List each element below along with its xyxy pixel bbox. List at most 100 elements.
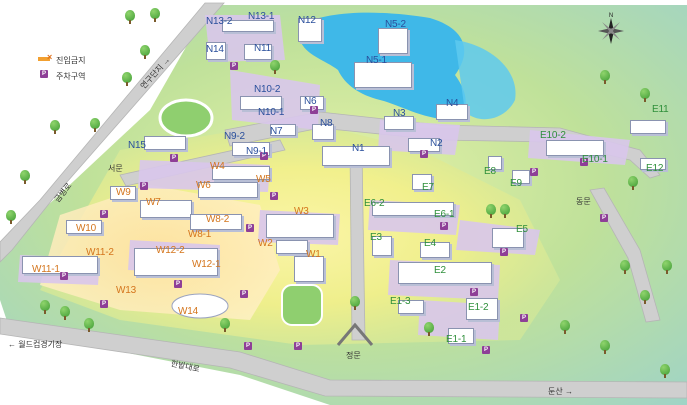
building-label: W1 xyxy=(306,249,321,260)
building-label: W5 xyxy=(256,174,271,185)
building-w8 xyxy=(190,214,242,230)
building-label: E11 xyxy=(652,104,669,115)
parking-marker: P xyxy=(60,272,68,280)
compass-north-label: N xyxy=(609,13,613,19)
sports-field xyxy=(281,284,323,326)
parking-marker: P xyxy=(470,288,478,296)
building-label: N9-2 xyxy=(224,131,245,142)
tree xyxy=(486,204,496,218)
building-label: W6 xyxy=(196,180,211,191)
road-east xyxy=(589,187,661,323)
building-n4 xyxy=(436,104,468,120)
lake-east xyxy=(455,40,516,120)
building-label: W3 xyxy=(294,206,309,217)
building-label: E1-2 xyxy=(468,302,489,313)
building-label: N6 xyxy=(304,96,317,107)
building-label: N13-2 xyxy=(206,16,233,27)
gate-label-east: 동문 xyxy=(576,197,591,206)
building-label: N9-1 xyxy=(246,146,267,157)
building-label: N15 xyxy=(128,140,146,151)
tree xyxy=(662,260,672,274)
building-label: N12 xyxy=(298,15,316,26)
building-label: W2 xyxy=(258,238,273,249)
building-e2 xyxy=(398,262,492,284)
road-label-worldcup: ← 월드컵경기장 xyxy=(8,340,63,349)
building-w10 xyxy=(66,220,102,234)
building-e8 xyxy=(488,156,502,170)
building-label: E1-1 xyxy=(446,334,467,345)
building-w6 xyxy=(198,182,258,198)
tree xyxy=(220,318,230,332)
tree xyxy=(560,320,570,334)
building-label: N3 xyxy=(393,108,406,119)
building-e1-1 xyxy=(448,328,474,344)
legend-parking-label: 주차구역 xyxy=(56,72,86,81)
building-label: W12-1 xyxy=(192,259,221,270)
tree xyxy=(140,45,150,59)
parking-marker: P xyxy=(230,62,238,70)
building-label: N11 xyxy=(254,43,272,54)
building-label: E12 xyxy=(646,163,664,174)
building-label: E3 xyxy=(370,232,382,243)
building-e3 xyxy=(372,236,392,256)
building-w9 xyxy=(110,186,136,200)
parking-marker: P xyxy=(174,280,182,288)
tree xyxy=(640,290,650,304)
building-n14 xyxy=(206,42,226,60)
parking-marker: P xyxy=(530,168,538,176)
tree xyxy=(20,170,30,184)
building-label: N5-2 xyxy=(385,19,406,30)
building-label: E1-3 xyxy=(390,296,411,307)
building-label: E5 xyxy=(516,224,528,235)
building-n15 xyxy=(144,136,186,150)
building-n5-1 xyxy=(354,62,412,88)
building-label: N8 xyxy=(320,118,333,129)
main-gate xyxy=(336,322,374,346)
building-e5 xyxy=(492,228,524,248)
parking-marker: P xyxy=(244,342,252,350)
tree xyxy=(60,306,70,320)
building-e9 xyxy=(512,170,530,184)
building-n7 xyxy=(270,124,296,136)
tree xyxy=(90,118,100,132)
building-label: N5-1 xyxy=(366,55,387,66)
tree xyxy=(122,72,132,86)
building-label: W8-2 xyxy=(206,214,230,225)
parking-marker: P xyxy=(170,154,178,162)
parking-marker: P xyxy=(520,314,528,322)
parking-marker: P xyxy=(246,224,254,232)
tree xyxy=(350,296,360,310)
tree xyxy=(6,210,16,224)
building-label: W13 xyxy=(116,285,136,296)
parking-marker: P xyxy=(100,210,108,218)
road-center xyxy=(349,149,366,341)
building-label: E4 xyxy=(424,238,436,249)
building-label: E7 xyxy=(422,182,434,193)
building-label: W4 xyxy=(210,161,225,172)
tree xyxy=(150,8,160,22)
parking-marker: P xyxy=(500,248,508,256)
tree xyxy=(500,204,510,218)
building-label: W11-2 xyxy=(86,247,114,258)
tree xyxy=(600,70,610,84)
building-label: N10-2 xyxy=(254,84,281,95)
building-e4 xyxy=(420,242,450,258)
parking-marker: P xyxy=(580,158,588,166)
building-w3 xyxy=(266,214,334,238)
building-label: W9 xyxy=(116,187,131,198)
parking-marker: P xyxy=(310,106,318,114)
building-e12 xyxy=(640,158,666,170)
parking-marker: P xyxy=(270,192,278,200)
road-bottom xyxy=(0,317,687,399)
tree xyxy=(620,260,630,274)
building-n12 xyxy=(298,18,322,42)
parking-marker: P xyxy=(600,214,608,222)
building-label: N13-1 xyxy=(248,11,275,22)
parking-marker: P xyxy=(140,182,148,190)
tree xyxy=(600,340,610,354)
building-label: E6-1 xyxy=(434,209,455,220)
parking-marker: P xyxy=(482,346,490,354)
building-e10 xyxy=(546,140,604,156)
building-e1-2 xyxy=(466,298,498,320)
stadium-field xyxy=(158,98,214,138)
